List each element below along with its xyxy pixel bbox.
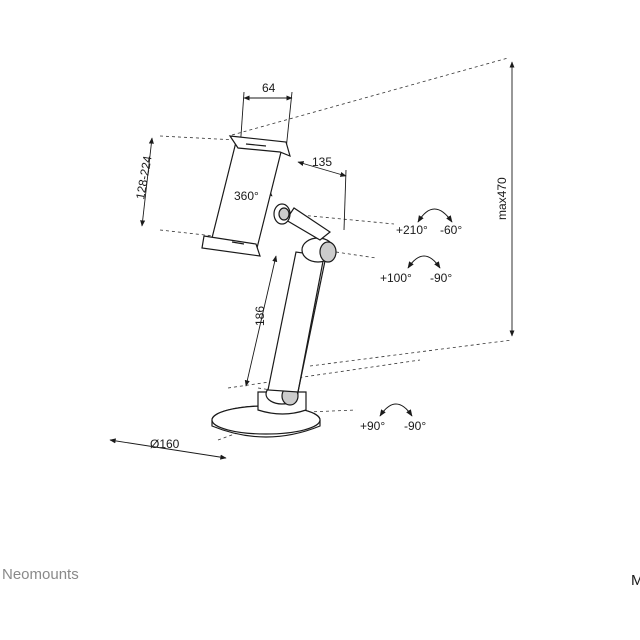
model-fragment: M: [631, 572, 640, 589]
tablet-stand: [201, 135, 337, 438]
angle-base-neg: -90°: [404, 419, 426, 433]
angle-base-pos: +90°: [360, 419, 385, 433]
dimension-lines: [109, 61, 515, 460]
dim-base-diameter: Ø160: [150, 437, 180, 451]
dim-max-height: max470: [495, 177, 509, 220]
main-arm: [267, 251, 325, 393]
angle-joint-pos: +100°: [380, 271, 412, 285]
angle-joint-neg: -90°: [430, 271, 452, 285]
brand-logo-text: Neomounts: [2, 566, 79, 583]
dim-height-range: 128-224: [133, 154, 154, 200]
dim-rotation: 360°: [234, 189, 259, 203]
angle-head-pos: +210°: [396, 223, 428, 237]
dim-arm-length: 186: [253, 306, 267, 326]
angle-head-neg: -60°: [440, 223, 462, 237]
dim-depth-arm: 135: [312, 155, 332, 169]
dim-width-top: 64: [262, 81, 276, 95]
upper-arm: [285, 207, 332, 241]
